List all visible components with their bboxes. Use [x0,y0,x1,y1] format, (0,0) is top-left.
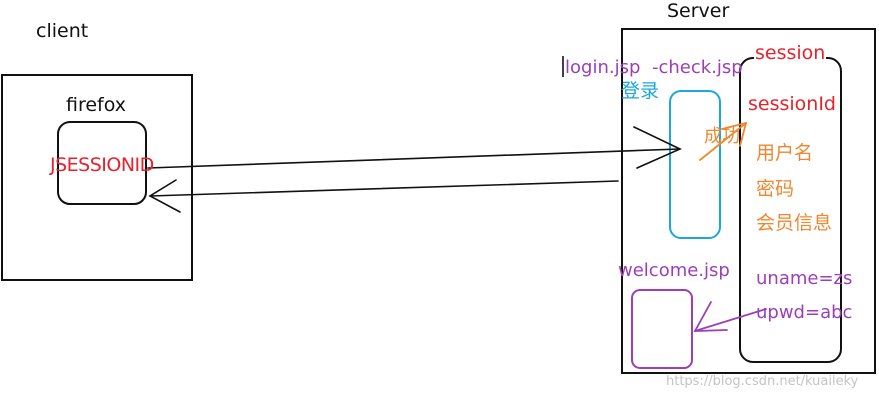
login-jsp-label: login.jsp [565,57,641,78]
jsessionid-label: JSESSIONID [50,154,154,176]
watermark-text: https://blog.csdn.net/kuaileky [666,374,859,389]
check-jsp-label: -check.jsp [652,57,743,78]
password-label: 密码 [756,178,795,200]
welcome-jsp-label: welcome.jsp [618,260,730,281]
session-id-label: sessionId [748,93,836,115]
username-label: 用户名 [756,142,814,164]
server-box [621,28,876,374]
client-label: client [36,20,89,42]
success-label: 成功 [704,126,740,147]
welcome-jsp-box [631,289,693,369]
request-arrow [147,126,682,169]
firefox-label: firefox [66,94,127,116]
login-cn-label: 登录 [621,80,660,102]
welcome-arrow [693,301,767,332]
firefox-box [57,121,147,205]
member-info-label: 会员信息 [756,212,833,234]
client-box [1,74,193,281]
server-label: Server [667,0,730,22]
session-label: session [754,42,827,64]
uname-label: uname=zs [756,268,853,289]
upwd-label: upwd=abc [756,302,853,323]
success-arrow [699,121,748,161]
check-jsp-box [669,90,721,239]
response-arrow [148,179,619,213]
